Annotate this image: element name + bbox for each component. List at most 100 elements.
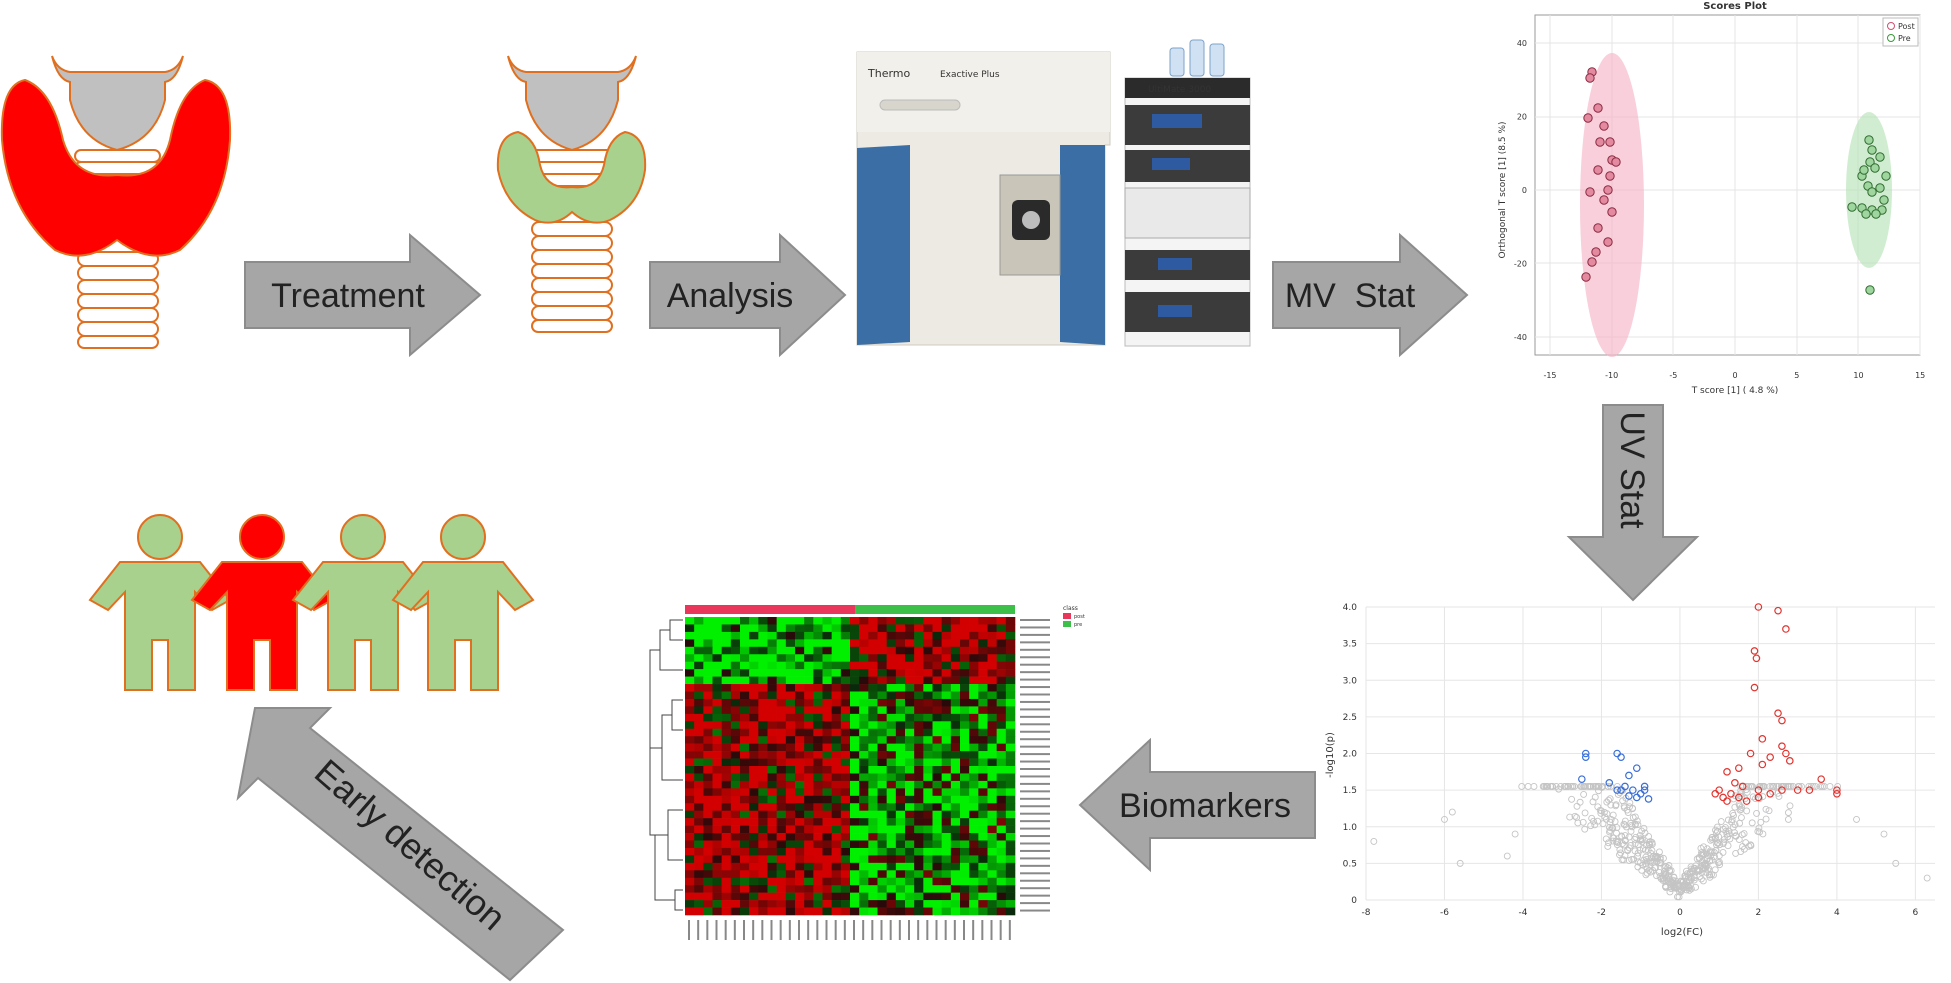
volcano-point-ns (1765, 807, 1773, 815)
heatmap-cell (923, 870, 933, 879)
heatmap-cell (941, 825, 952, 834)
heatmap-cell (721, 907, 732, 916)
heatmap-cell (1005, 654, 1016, 662)
heatmap-cell (941, 721, 952, 730)
heatmap-cell (749, 795, 759, 804)
heatmap-cell (785, 698, 796, 707)
volcano-point-ns (1642, 863, 1650, 870)
heatmap-cell (758, 900, 768, 908)
heatmap-cell (932, 676, 942, 685)
heatmap-cell (914, 646, 924, 655)
heatmap-cell (730, 728, 741, 737)
heatmap-cell (721, 766, 732, 774)
heatmap-cell (776, 818, 787, 826)
heatmap-cell (932, 669, 942, 677)
heatmap-cell (941, 661, 952, 670)
volcano-point-ns (1702, 862, 1710, 870)
heatmap-cell (987, 825, 997, 834)
heatmap-cell (987, 803, 997, 811)
heatmap-cell (996, 810, 1007, 819)
heatmap-cell (822, 751, 832, 759)
heatmap-cell (950, 803, 961, 811)
heatmap-cell (859, 624, 869, 633)
heatmap-cell (1005, 803, 1016, 811)
heatmap-cell (978, 669, 988, 677)
heatmap-cell (730, 825, 741, 834)
heatmap-cell (914, 736, 924, 744)
heatmap-cell (694, 713, 704, 722)
volcano-point-ns (1732, 832, 1740, 840)
heatmap-cell (840, 721, 851, 730)
heatmap-cell (886, 751, 897, 759)
heatmap-cell (767, 706, 777, 715)
heatmap-cell (868, 766, 878, 774)
diseased-thyroid-icon (0, 55, 232, 349)
heatmap-cell (905, 862, 915, 871)
heatmap-cell (694, 780, 704, 789)
heatmap-cell (776, 870, 787, 879)
heatmap-cell (886, 847, 897, 856)
heatmap-cell (685, 713, 695, 722)
heatmap-cell (996, 780, 1007, 789)
heatmap-cell (987, 631, 997, 640)
heatmap-cell (850, 669, 860, 677)
volcano-point-ns (1604, 843, 1612, 850)
heatmap-cell (895, 691, 906, 700)
heatmap-cell (721, 728, 732, 737)
heatmap-cell (905, 833, 915, 841)
heatmap-col-label (853, 920, 855, 940)
heatmap-cell (822, 870, 832, 879)
heatmap-cell (941, 818, 952, 826)
heatmap-cell (960, 624, 970, 633)
heatmap-cell (740, 855, 750, 864)
heatmap-cell (905, 870, 915, 879)
heatmap-cell (996, 646, 1007, 655)
heatmap-cell (859, 862, 869, 871)
heatmap-cell (868, 728, 878, 737)
heatmap-cell (840, 877, 851, 886)
heatmap-cell (767, 766, 777, 774)
heatmap-cell (969, 706, 979, 715)
heatmap-cell (895, 639, 906, 648)
heatmap-cell (795, 780, 805, 789)
heatmap-cell (877, 907, 887, 916)
heatmap-cell (969, 684, 979, 692)
heatmap-cell (840, 766, 851, 774)
heatmap-cell (987, 721, 997, 730)
heatmap-cell (932, 766, 942, 774)
heatmap-cell (932, 892, 942, 901)
heatmap-cell (785, 751, 796, 759)
heatmap-cell (877, 773, 887, 782)
heatmap-cell (969, 773, 979, 782)
heatmap-cell (804, 833, 814, 841)
heatmap-cell (813, 803, 823, 811)
heatmap-row-label (1020, 641, 1050, 644)
heatmap-cell (804, 825, 814, 834)
mv-stat-label: MV Stat (1285, 277, 1416, 315)
heatmap-cell (749, 631, 759, 640)
heatmap-cell (914, 728, 924, 737)
lc-ms-instrument-image: Thermo Exactive Plus UltiMate 3000 (855, 30, 1255, 350)
heatmap-cell (822, 892, 832, 901)
heatmap-cell (886, 676, 897, 685)
heatmap-cell (932, 706, 942, 715)
heatmap-cell (822, 654, 832, 662)
heatmap-cell (905, 698, 915, 707)
heatmap-cell (941, 698, 952, 707)
volcano-point-ns (1638, 827, 1646, 835)
heatmap-cell (877, 698, 887, 707)
volcano-point-ns (1625, 833, 1633, 841)
heatmap-cell (758, 743, 768, 752)
heatmap-cell (749, 855, 759, 864)
heatmap-cell (712, 877, 722, 886)
instrument-model: Exactive Plus (940, 70, 1000, 80)
heatmap-cell (685, 825, 695, 834)
heatmap-cell (969, 713, 979, 722)
heatmap-col-label (816, 920, 819, 940)
heatmap-cell (694, 803, 704, 811)
heatmap-row-label (1020, 678, 1050, 681)
heatmap-cell (868, 885, 878, 893)
volcano-point-ns (1690, 876, 1698, 884)
heatmap-row-label (1020, 648, 1050, 651)
